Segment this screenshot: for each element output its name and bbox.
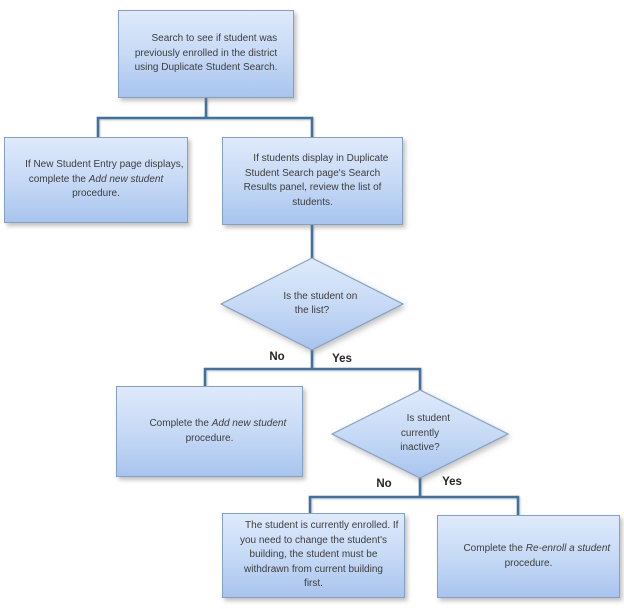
decision-inactive-text: Is student currently inactive? [400,413,451,454]
node-new-student-entry: If New Student Entry page displays, comp… [4,137,188,223]
diamond-shape [332,390,508,478]
connector-decision2-branch [308,476,520,517]
decision-on-list-text: Is the student on the list? [283,290,358,317]
node-start: Search to see if student was previously … [118,10,294,98]
node-start-text: Search to see if student was previously … [134,33,278,74]
edge-label-no-1: No [269,351,285,363]
diamond-shape [221,258,403,350]
edge-label-yes-2: Yes [442,476,462,488]
edge-label-yes-1: Yes [332,353,352,365]
decision-inactive: Is student currently inactive? [332,390,508,478]
node-duplicate-results-text: If students display in Duplicate Student… [243,153,389,208]
node-reenroll-text: Complete the Re-enroll a student procedu… [463,543,611,569]
node-new-student-entry-text: If New Student Entry page displays, comp… [25,159,184,200]
node-currently-enrolled: The student is currently enrolled. If yo… [222,513,405,598]
connector-start-branch [96,98,314,138]
node-reenroll: Complete the Re-enroll a student procedu… [437,515,620,598]
edge-label-no-2: No [376,478,392,490]
decision-on-list: Is the student on the list? [221,258,403,350]
connector-decision1-branch [203,348,422,392]
node-currently-enrolled-text: The student is currently enrolled. If yo… [239,520,399,590]
node-add-new-student-text: Complete the Add new student procedure. [149,418,287,444]
node-add-new-student: Complete the Add new student procedure. [116,386,303,477]
node-duplicate-results: If students display in Duplicate Student… [222,137,403,225]
